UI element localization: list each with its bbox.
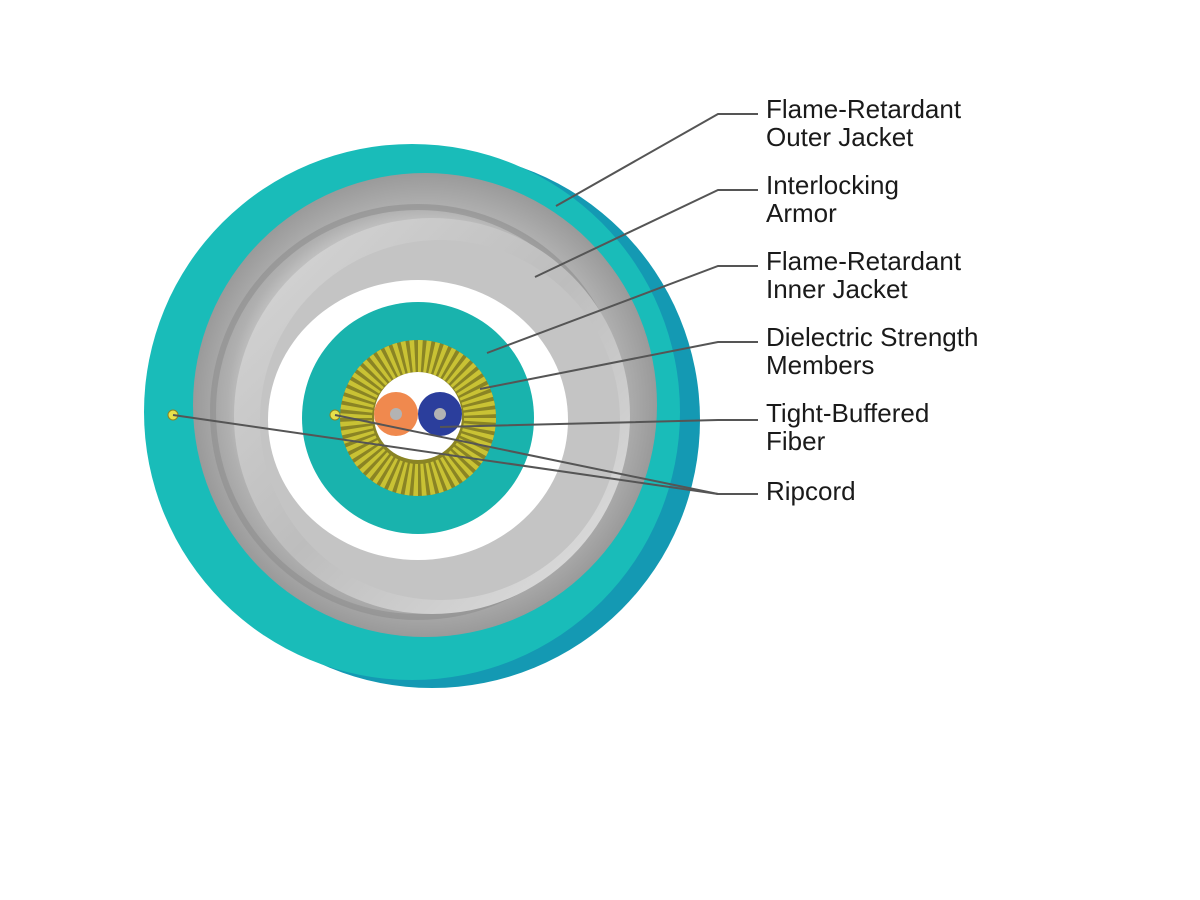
strength-member-yarn (446, 357, 471, 384)
leader-outer-jacket (555, 113, 758, 207)
strength-member-yarn (342, 396, 374, 408)
strength-member-yarn (461, 392, 494, 406)
strength-member-yarn (359, 448, 386, 474)
strength-member-yarn (418, 340, 423, 373)
strength-member-yarn (347, 379, 378, 398)
strength-member-yarn (454, 369, 482, 392)
leader-armor (534, 189, 758, 278)
fiber-blue-core (434, 408, 446, 420)
strength-member-yarn (463, 418, 496, 423)
label-fiber: Tight-Buffered Fiber (766, 398, 937, 456)
strength-member-yarn (440, 456, 460, 487)
strength-member-yarn (376, 349, 396, 380)
leader-lines (172, 113, 758, 495)
strength-member-yarn (404, 463, 413, 496)
strength-member-yarn (423, 340, 432, 373)
fiber-core (374, 372, 462, 460)
strength-member-yarn (430, 461, 444, 494)
label-strength-members: Dielectric Strength Members (766, 322, 986, 380)
labels: Flame-Retardant Outer Jacket Interlockin… (766, 94, 986, 506)
strength-member-yarn (442, 352, 464, 381)
strength-member-yarn (357, 365, 384, 390)
strength-member-yarn (435, 459, 452, 491)
strength-member-yarn (340, 404, 373, 413)
strength-member-yarn (352, 372, 381, 394)
strength-member-yarn (341, 425, 374, 436)
strength-member-yarn (448, 450, 474, 477)
strength-member-yarn (392, 342, 406, 375)
strength-member-yarn (387, 460, 403, 492)
strength-member-yarn (349, 440, 380, 460)
strength-member-yarn (444, 454, 467, 482)
strength-member-yarn (420, 463, 427, 496)
label-ripcord: Ripcord (766, 476, 856, 506)
strength-member-yarn (396, 462, 408, 494)
strength-member-yarn (462, 400, 495, 411)
strength-member-yarn (462, 428, 494, 440)
leader-fiber (439, 419, 758, 428)
strength-member-yarn (362, 359, 388, 386)
strength-member-yarn (365, 452, 390, 479)
strength-member-yarn (433, 344, 449, 376)
strength-member-yarn (369, 354, 392, 382)
fiber-orange-core (390, 408, 402, 420)
strength-member-yarn (384, 345, 401, 377)
strength-member-yarn (372, 455, 394, 484)
leader-inner-jacket (486, 265, 758, 354)
strength-member-yarn (379, 458, 398, 489)
strength-member-yarn (428, 342, 440, 374)
strength-member-yarn (409, 340, 416, 373)
strength-member-yarn (425, 462, 436, 495)
strength-member-yarn (354, 444, 382, 467)
label-armor: Interlocking Armor (766, 170, 906, 228)
strength-member-yarn (450, 362, 477, 388)
strength-member-yarn (344, 387, 376, 403)
strength-member-yarn (452, 446, 479, 471)
strength-member-yarn (400, 341, 411, 374)
label-outer-jacket: Flame-Retardant Outer Jacket (766, 94, 968, 152)
leader-ripcord-inner (334, 414, 719, 495)
strength-member-yarn (413, 463, 418, 496)
label-inner-jacket: Flame-Retardant Inner Jacket (766, 246, 968, 304)
strength-member-yarn (345, 435, 377, 452)
strength-member-yarn (460, 433, 492, 449)
strength-member-yarn (456, 376, 487, 396)
strength-member-yarn (438, 347, 457, 378)
leader-strength-members (479, 341, 758, 390)
strength-member-yarn (463, 409, 496, 416)
